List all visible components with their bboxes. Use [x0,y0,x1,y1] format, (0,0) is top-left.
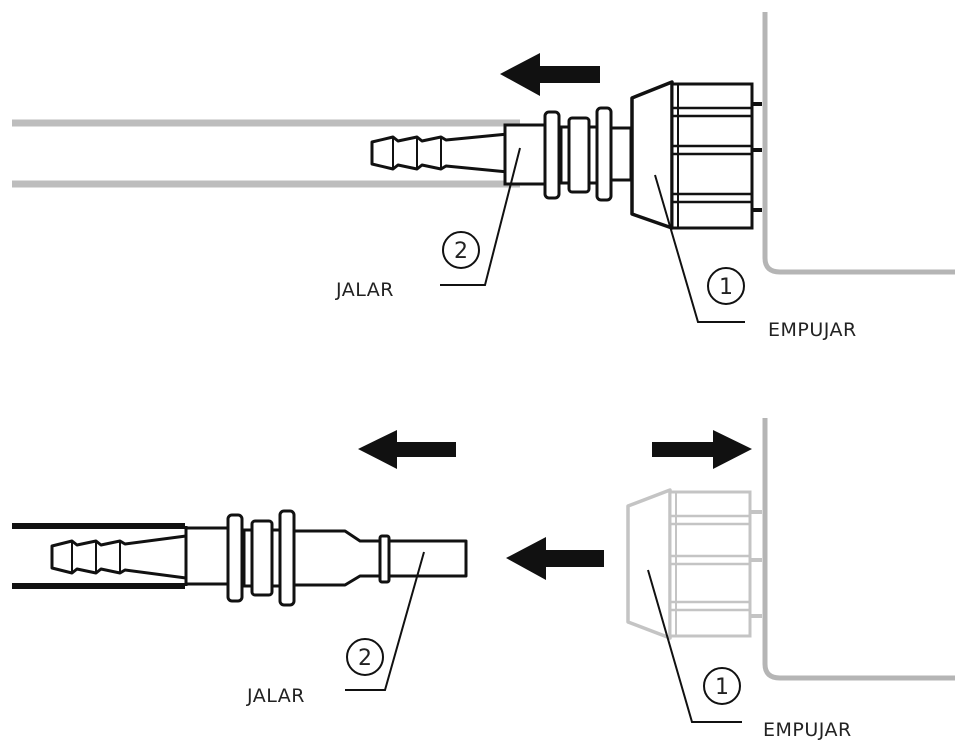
top-oring [567,116,591,194]
top-flange-1 [543,110,561,200]
arrow-left-icon [506,537,604,580]
bottom-faded-collar [626,488,762,640]
arrow-right-icon [652,430,752,469]
top-callout-1: 1 EMPUJAR [654,174,857,341]
bottom-step2-label: JALAR [246,685,305,707]
bottom-connector-body [184,526,230,586]
top-collar-stub [609,126,633,182]
bottom-callout-1: 1 EMPUJAR [647,569,852,741]
top-step2-label: JALAR [335,279,394,301]
top-flange-2 [595,106,613,202]
bottom-step1-label: EMPUJAR [763,719,852,741]
bottom-step2-number: 2 [358,646,372,671]
arrow-left-icon [358,430,456,469]
bottom-flange-2 [278,509,296,607]
top-callout-2: 2 JALAR [335,147,521,301]
top-connector-body [503,123,547,186]
bottom-panel: 2 JALAR 1 EMPUJAR [12,418,955,741]
bottom-callout-2: 2 JALAR [246,551,425,707]
bottom-step1-number: 1 [715,675,729,700]
top-collar-fingers [670,82,754,230]
bottom-spigot-ring [378,534,391,584]
arrow-left-icon [500,53,600,96]
top-release-collar [630,80,674,230]
bottom-flange-1 [226,513,244,603]
top-wall [762,12,955,275]
top-step2-number: 2 [454,239,468,264]
top-panel: 2 JALAR 1 EMPUJAR [12,12,955,341]
bottom-wall [762,418,955,681]
top-step1-number: 1 [719,275,733,300]
bottom-oring [250,519,274,597]
top-step1-label: EMPUJAR [768,319,857,341]
